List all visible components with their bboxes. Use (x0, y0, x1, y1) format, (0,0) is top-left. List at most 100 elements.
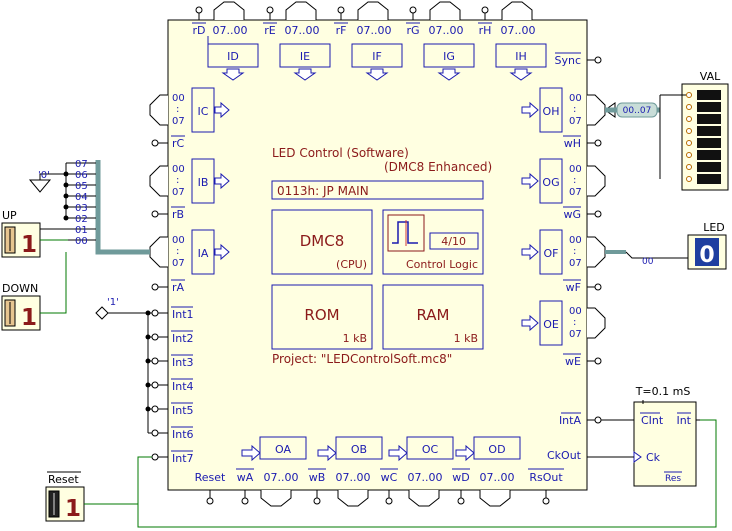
arrow-right-icon (521, 314, 539, 332)
bus-bit-label: 02 (75, 214, 88, 225)
top-port-IF[interactable]: IF rF 07..00 (334, 22, 403, 81)
constant-one[interactable]: '1' (95, 297, 119, 320)
bus-bit-label: 00 (75, 236, 88, 247)
int-pin-label: Int7 (172, 452, 194, 465)
bit-lo-label: 07 (172, 116, 185, 127)
timer-pin-stubs (587, 416, 602, 424)
cpu-block[interactable]: DMC8 (CPU) (271, 209, 373, 275)
top-pin-stubs (195, 6, 489, 20)
write-pin-label: wG (563, 208, 581, 221)
bit-hi-label: 00 (569, 164, 582, 175)
instruction-text: 0113h: JP MAIN (277, 184, 369, 198)
int-pin-label: Int2 (172, 332, 194, 345)
constant-zero[interactable]: '0' (28, 170, 52, 193)
colon-label: : (573, 175, 576, 186)
colon-label: : (573, 104, 576, 115)
arrow-right-icon (214, 101, 230, 119)
project-name: Project: "LEDControlSoft.mc8" (272, 352, 452, 366)
range-label: 07..00 (285, 24, 320, 37)
right-port-OF[interactable]: OF 00 : 07 wF (521, 229, 582, 294)
port-label: IC (198, 105, 209, 118)
write-pin-label: wA (237, 471, 254, 484)
port-label: OB (351, 443, 367, 456)
bit-hi-label: 00 (172, 164, 185, 175)
arrow-right-icon (214, 243, 230, 261)
switch-up[interactable]: UP 1 (1, 209, 41, 258)
arrow-right-icon (241, 444, 261, 462)
ram-name: RAM (416, 306, 449, 324)
bottom-port-OB[interactable]: OB wB 07..00 (308, 436, 383, 484)
port-label: IA (198, 247, 209, 260)
range-label: 07..00 (264, 471, 299, 484)
switch-label: Reset (48, 473, 79, 486)
bit-lo-label: 07 (172, 258, 185, 269)
instruction-box (271, 180, 484, 200)
arrow-down-icon (221, 68, 245, 81)
bottom-port-OD[interactable]: OD wD 07..00 (452, 436, 521, 484)
arrow-down-icon (365, 68, 389, 81)
switch-value: 1 (21, 305, 37, 331)
timer-block[interactable]: T=0.1 mS CInt Int Ck Res (633, 385, 697, 487)
write-pin-label: wC (381, 471, 398, 484)
write-pin-label: wH (564, 137, 581, 150)
interrupt-pins[interactable]: Int1 Int2 Int3 Int4 Int5 Int6 Int7 (171, 306, 194, 465)
left-port-IC[interactable]: 00 : 07 IC rC (171, 87, 230, 150)
rom-name: ROM (304, 306, 339, 324)
left-port-IA[interactable]: 00 : 07 IA rA (171, 229, 230, 294)
colon-label: : (573, 246, 576, 257)
timer-res-label: Res (665, 474, 681, 484)
top-port-IG[interactable]: IG rG 07..00 (406, 22, 475, 81)
inta-pin-label: IntA (559, 414, 582, 427)
top-port-ID[interactable]: ID rD 07..00 (192, 16, 259, 81)
top-port-IE[interactable]: IE rE 07..00 (263, 22, 331, 81)
port-label: OG (542, 176, 559, 189)
int-pin-label: Int5 (172, 404, 194, 417)
input-bus (95, 160, 150, 255)
left-connectors (149, 94, 168, 268)
bit-lo-label: 07 (569, 116, 582, 127)
ram-block[interactable]: RAM 1 kB (382, 284, 484, 350)
component-body[interactable] (167, 19, 588, 491)
control-logic-label: Control Logic (406, 258, 478, 271)
switch-down[interactable]: DOWN 1 (1, 282, 41, 331)
int-pin-label: Int1 (172, 308, 194, 321)
range-label: 07..00 (408, 471, 443, 484)
arrow-right-icon (388, 444, 408, 462)
port-label: IB (198, 176, 209, 189)
port-label: ID (227, 50, 239, 63)
val-display[interactable]: VAL (659, 70, 729, 191)
led-label: LED (703, 221, 725, 234)
top-port-IH[interactable]: IH rH 07..00 (478, 22, 547, 81)
top-connectors (213, 1, 533, 20)
right-port-OE[interactable]: OE 00 : 07 wE (521, 300, 582, 368)
control-logic-block[interactable]: 4/10 Control Logic (382, 209, 484, 275)
bus-bit-label: 04 (75, 192, 88, 203)
bit-hi-label: 00 (569, 235, 582, 246)
rsout-pin-label: RsOut (529, 471, 563, 484)
rom-block[interactable]: ROM 1 kB (271, 284, 373, 350)
bit-lo-label: 07 (172, 187, 185, 198)
arrow-right-icon (521, 243, 539, 261)
range-label: 07..00 (213, 24, 248, 37)
bottom-port-OC[interactable]: OC wC 07..00 (380, 436, 454, 484)
val-label: VAL (700, 70, 721, 83)
bottom-pin-stubs (206, 490, 550, 505)
ckout-pin-label: CkOut (547, 449, 582, 462)
bus-bit-label: 06 (75, 170, 88, 181)
right-port-OG[interactable]: OG 00 : 07 wG (521, 158, 582, 221)
range-label: 07..00 (480, 471, 515, 484)
arrow-down-icon (509, 68, 533, 81)
switch-reset[interactable]: Reset 1 (45, 471, 85, 522)
component-title: LED Control (Software) (272, 146, 409, 160)
port-label: OE (543, 318, 559, 331)
led-bit-label: 00 (642, 257, 654, 267)
read-pin-label: rA (172, 281, 185, 294)
range-label: 07..00 (336, 471, 371, 484)
bottom-port-OA[interactable]: OA wA 07..00 (236, 436, 307, 484)
bit-hi-label: 00 (569, 93, 582, 104)
led-display[interactable]: LED 0 (687, 221, 727, 270)
left-port-IB[interactable]: 00 : 07 IB rB (171, 158, 230, 221)
right-port-OH[interactable]: OH 00 : 07 wH (521, 87, 582, 150)
colon-label: : (573, 317, 576, 328)
